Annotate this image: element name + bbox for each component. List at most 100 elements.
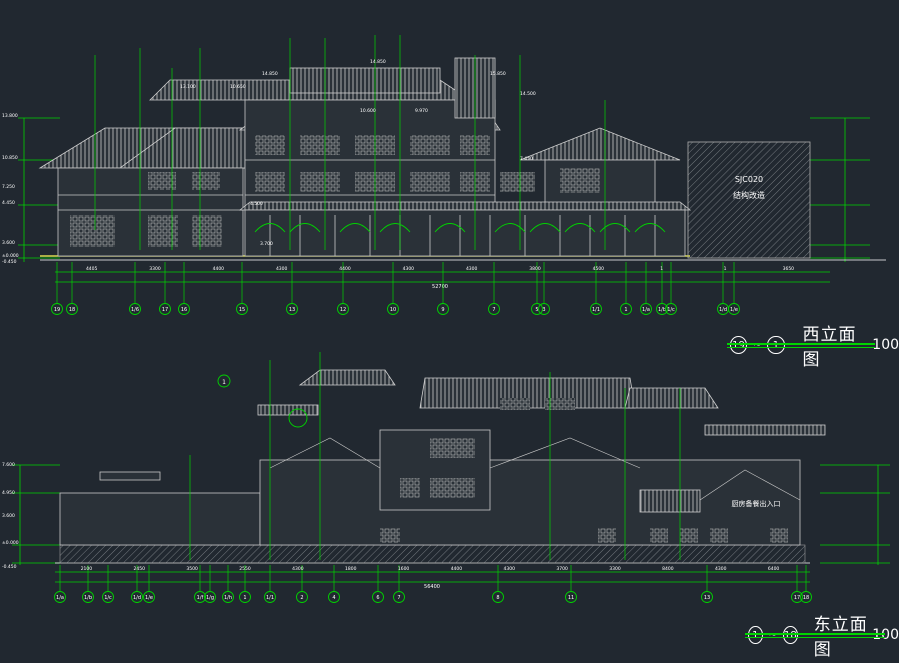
east-axis-label: 1/b xyxy=(84,595,92,601)
west-level-label: ±0.000 xyxy=(2,253,19,259)
east-axis-label: 11 xyxy=(568,595,574,601)
west-box-label-2: 结构改造 xyxy=(733,190,765,200)
east-level-label: 7.600 xyxy=(2,462,15,468)
east-axis-label: 1/1 xyxy=(266,595,274,601)
west-ridge-label: 10.650 xyxy=(230,84,246,90)
west-axis-label: 5 xyxy=(535,307,538,313)
west-elevation: SJC020 结构改造 xyxy=(18,35,886,262)
west-box-label-1: SJC020 xyxy=(735,175,763,184)
west-axis-bubble xyxy=(538,303,550,315)
west-level-label: 13.800 xyxy=(2,113,18,119)
east-dim-label: 1800 xyxy=(345,566,357,572)
east-dim-label: 3300 xyxy=(609,566,621,572)
west-axis-label: 13 xyxy=(289,307,295,313)
west-title-to: 1 xyxy=(767,336,785,354)
east-axis-bubble xyxy=(54,591,66,603)
west-axis-label: 1/b xyxy=(658,307,666,313)
west-axis-bubble xyxy=(337,303,349,315)
west-axis-label: 1/6 xyxy=(131,307,139,313)
west-axis-bubble xyxy=(656,303,668,315)
east-side-dims xyxy=(12,464,890,565)
west-axis-label: 7 xyxy=(492,307,495,313)
east-title-block: 1 ~ 18 东立面图 100 xyxy=(748,610,899,660)
east-level-label: -0.450 xyxy=(2,564,17,570)
west-axis-bubble xyxy=(129,303,141,315)
east-dim-label: 3500 xyxy=(186,566,198,572)
east-axis-bubble xyxy=(372,591,384,603)
west-axis-label: 1/a xyxy=(642,307,650,313)
east-axis-bubble xyxy=(222,591,234,603)
east-title-name: 东立面图 xyxy=(813,615,868,660)
west-title-name: 西立面图 xyxy=(802,325,857,370)
west-dim-label: 4500 xyxy=(593,266,605,272)
east-axis-bubble xyxy=(143,591,155,603)
east-dim-label: 2100 xyxy=(81,566,93,572)
east-dim-label: 3700 xyxy=(556,566,568,572)
east-level-label: ±0.000 xyxy=(2,540,19,546)
west-axis-label: 16 xyxy=(181,307,187,313)
west-ridge-label: 14.850 xyxy=(262,71,278,77)
east-entrance-label: 厨房备餐出入口 xyxy=(732,499,781,508)
east-axis-bubble xyxy=(296,591,308,603)
east-axis-label: 7 xyxy=(397,595,400,601)
east-dim-label: 2450 xyxy=(134,566,146,572)
west-left-dim xyxy=(18,117,870,262)
west-axis-label: 10 xyxy=(390,307,396,313)
west-dim-label: 3800 xyxy=(529,266,541,272)
east-title-underline-2 xyxy=(745,637,885,638)
east-axis-label: 1/g xyxy=(206,595,214,601)
east-axis-label: 6 xyxy=(376,595,379,601)
east-dim-label: 2550 xyxy=(239,566,251,572)
east-leaders xyxy=(189,352,681,560)
west-axis-bubble xyxy=(387,303,399,315)
west-axis-label: 17 xyxy=(162,307,168,313)
east-title-from: 1 xyxy=(748,626,763,644)
east-title-sep: ~ xyxy=(768,629,777,641)
west-axis-label: 3 xyxy=(542,307,545,313)
west-title-underline-2 xyxy=(727,347,875,348)
west-title-underline xyxy=(727,343,875,345)
east-dim-label: 4300 xyxy=(504,566,516,572)
west-level-label: -0.450 xyxy=(2,259,17,265)
east-axis-bubble xyxy=(565,591,577,603)
east-section-callout xyxy=(217,374,231,388)
west-ridge-label: 14.850 xyxy=(370,59,386,65)
west-ridge-label: 3.700 xyxy=(260,241,273,247)
west-ridge-label: 13.100 xyxy=(180,84,196,90)
west-axis-bubble xyxy=(51,303,63,315)
west-axis-bubble xyxy=(728,303,740,315)
west-hatched-block xyxy=(687,141,811,259)
east-axis-label: 4 xyxy=(332,595,335,601)
west-axis-bubble xyxy=(590,303,602,315)
west-ridge-label: 7.450 xyxy=(520,156,533,162)
west-axis-bubble xyxy=(620,303,632,315)
east-dim-label: 4300 xyxy=(292,566,304,572)
east-axis-bubble xyxy=(131,591,143,603)
east-callout-circle xyxy=(288,408,308,428)
west-axis-bubble xyxy=(159,303,171,315)
west-ridge-label: 14.500 xyxy=(520,91,536,97)
west-axis-bubble xyxy=(488,303,500,315)
west-dim-label: 3650 xyxy=(783,266,795,272)
west-dim-label: 4405 xyxy=(86,266,98,272)
east-dim-label: 8400 xyxy=(662,566,674,572)
east-axis-bubble xyxy=(264,591,276,603)
west-axis-label: 1/d xyxy=(719,307,727,313)
east-title-scale: 100 xyxy=(872,627,899,643)
west-ridge-label: 9.970 xyxy=(415,108,428,114)
east-level-label: 4.950 xyxy=(2,490,15,496)
west-colonnade xyxy=(238,201,692,257)
west-axis-bubble xyxy=(66,303,78,315)
west-dim-label: 1 xyxy=(724,266,727,272)
east-axis-bubble xyxy=(194,591,206,603)
west-dim-label: 3300 xyxy=(149,266,161,272)
west-axis-label: 1 xyxy=(624,307,627,313)
east-axis-label: 13 xyxy=(704,595,710,601)
east-axis-label: 8 xyxy=(496,595,499,601)
west-dim-label: 4300 xyxy=(276,266,288,272)
west-axis-label: 19 xyxy=(54,307,60,313)
east-dim-label: 1600 xyxy=(398,566,410,572)
east-axis-bubble xyxy=(393,591,405,603)
